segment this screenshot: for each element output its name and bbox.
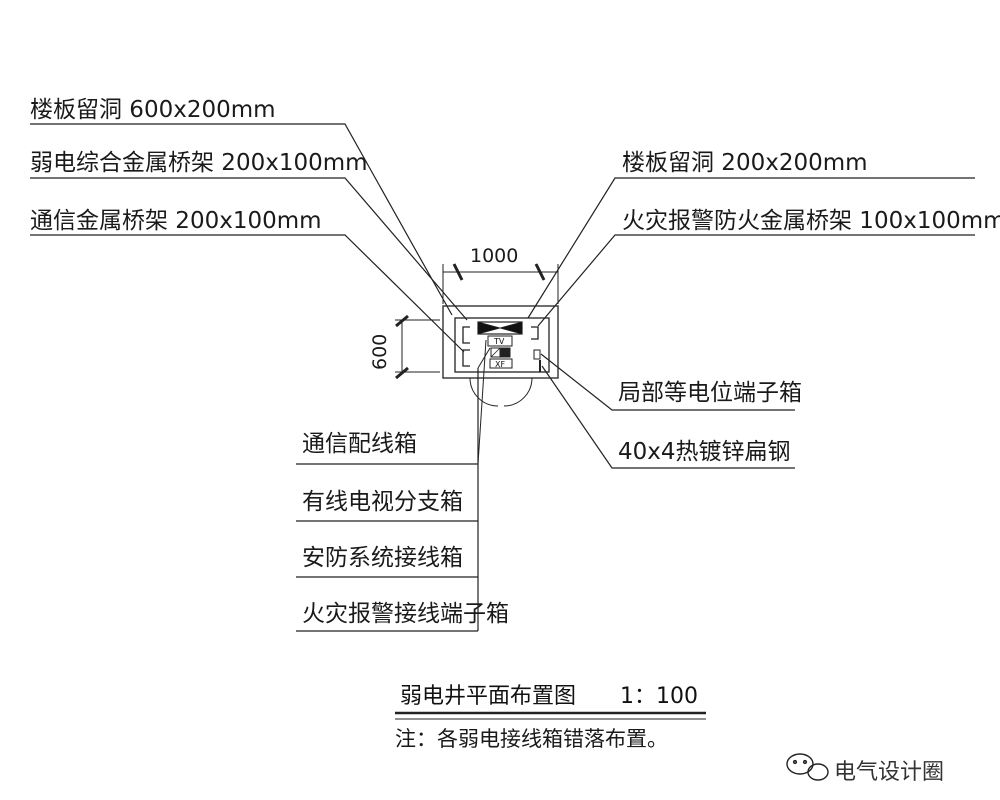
shaft-outline: [442, 305, 559, 379]
label-security-box: 安防系统接线箱: [302, 545, 463, 571]
tv-box-tag: TV: [493, 337, 505, 346]
dim-height-text: 600: [369, 334, 391, 370]
label-floor-opening-200: 楼板留洞 200x200mm: [622, 150, 868, 176]
label-weak-current-tray: 弱电综合金属桥架 200x100mm: [30, 150, 368, 176]
leader-equipotential-box: [540, 353, 795, 411]
security-box-a: [490, 347, 501, 358]
leader-fire-alarm-tray: [537, 234, 975, 327]
wechat-logo-icon: [786, 753, 829, 781]
fire-alarm-tray-bracket: [531, 326, 539, 340]
tv-box: [487, 335, 513, 347]
xf-box-tag: XF: [495, 360, 505, 369]
leader-weak-current-tray: [30, 177, 468, 321]
leader-steel-strip: [541, 365, 795, 469]
watermark-text: 电气设计圈: [834, 760, 944, 785]
drawing-scale: 1：100: [620, 684, 698, 709]
drawing-title: 弱电井平面布置图: [400, 684, 576, 709]
leader-floor-opening-600: [30, 123, 453, 316]
leader-floor-opening-200: [527, 177, 975, 319]
equipotential-box: [533, 349, 541, 360]
security-box-b: [500, 347, 511, 358]
label-steel-strip: 40x4热镀锌扁钢: [618, 439, 791, 465]
door-swing-right: [503, 377, 533, 407]
dim-tick-right: [534, 263, 546, 281]
shaft-inner-wall: [454, 317, 550, 373]
label-equipotential-box: 局部等电位端子箱: [618, 380, 802, 406]
communication-tray-bracket-lower: [462, 349, 470, 367]
label-communication-box: 通信配线箱: [302, 431, 417, 457]
dim-tick-left: [452, 263, 464, 281]
xf-box: [489, 358, 513, 369]
dim-width-text: 1000: [470, 245, 518, 267]
label-fire-terminal-box: 火灾报警接线端子箱: [302, 601, 509, 627]
door-swing-left: [469, 377, 499, 407]
communication-tray-bracket-upper: [462, 326, 470, 344]
label-fire-alarm-tray: 火灾报警防火金属桥架 100x100mm: [622, 208, 1000, 234]
label-floor-opening-600: 楼板留洞 600x200mm: [30, 97, 276, 123]
label-communication-tray: 通信金属桥架 200x100mm: [30, 208, 322, 234]
drawing-note: 注：各弱电接线箱错落布置。: [395, 727, 668, 751]
label-catv-box: 有线电视分支箱: [302, 489, 463, 515]
leader-communication-tray: [30, 234, 465, 353]
